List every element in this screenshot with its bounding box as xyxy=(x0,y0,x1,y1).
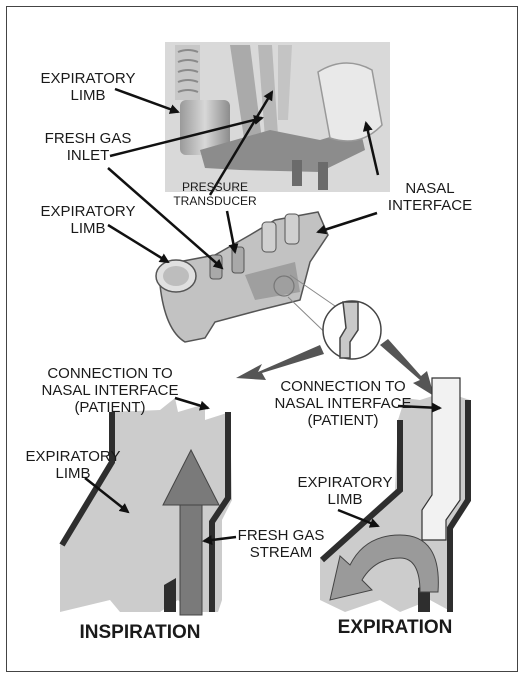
label-inspiration: INSPIRATION xyxy=(60,622,220,643)
label-fresh-gas-inlet: FRESH GAS INLET xyxy=(28,130,148,164)
port-2 xyxy=(318,162,328,190)
label-expiratory-limb-mid: EXPIRATORY LIMB xyxy=(28,203,148,237)
inspiration-panel xyxy=(60,398,232,615)
device-photo xyxy=(165,42,390,192)
label-expiratory-limb-right: EXPIRATORY LIMB xyxy=(290,474,400,508)
label-fresh-gas-stream: FRESH GAS STREAM xyxy=(226,527,336,561)
callout-nasal-drawing xyxy=(318,213,377,232)
label-expiratory-limb-left: EXPIRATORY LIMB xyxy=(18,448,128,482)
label-connection-right: CONNECTION TO NASAL INTERFACE (PATIENT) xyxy=(268,378,418,429)
label-nasal-interface: NASAL INTERFACE xyxy=(380,180,480,214)
label-pressure-transducer: PRESSURE TRANSDUCER xyxy=(160,180,270,208)
nasal-prong-2 xyxy=(285,214,299,244)
corrugated-tube xyxy=(175,45,200,100)
label-expiration: EXPIRATION xyxy=(315,617,475,638)
nasal-prong-1 xyxy=(262,222,276,252)
arrow-to-inspiration xyxy=(236,345,324,380)
label-connection-left: CONNECTION TO NASAL INTERFACE (PATIENT) xyxy=(35,365,185,416)
label-expiratory-limb-top: EXPIRATORY LIMB xyxy=(28,70,148,104)
expiratory-port-inner xyxy=(163,266,189,286)
port-1 xyxy=(292,160,302,186)
